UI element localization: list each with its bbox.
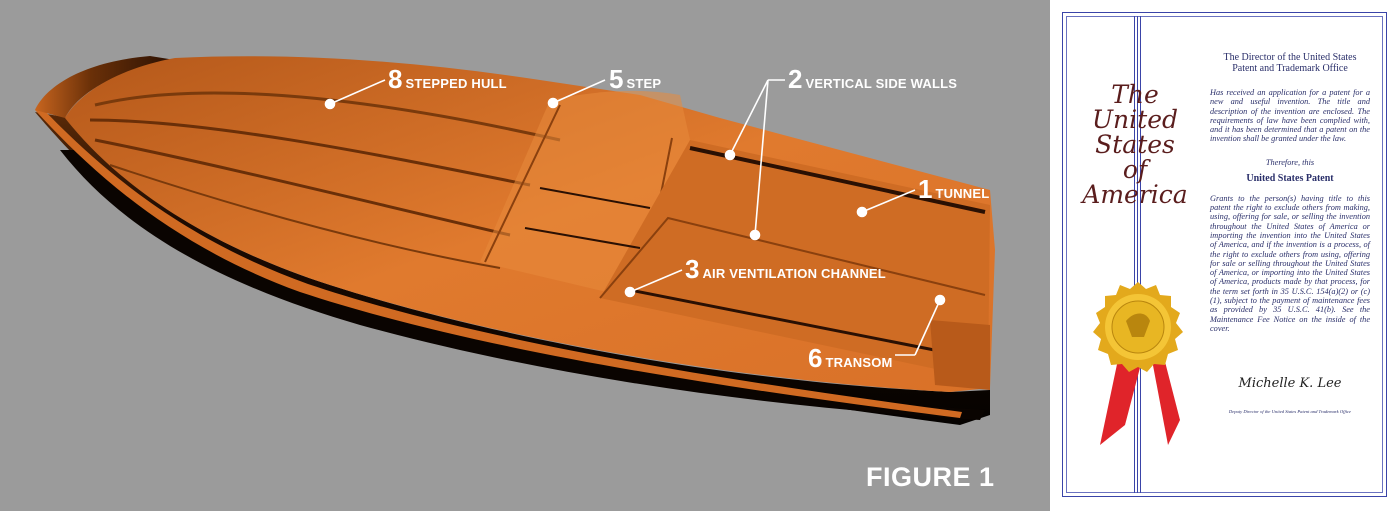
callout-number: 1 — [918, 174, 933, 204]
callout-number: 5 — [609, 64, 624, 94]
signer-title: Deputy Director of the United States Pat… — [1228, 409, 1352, 414]
gold-seal-icon — [1093, 282, 1183, 445]
certificate-ribbon-line — [1140, 16, 1141, 493]
figure-label: FIGURE 1 — [866, 462, 995, 492]
callout-label: STEPPED HULL — [405, 76, 507, 91]
patent-paragraph-1: Has received an application for a patent… — [1210, 88, 1370, 144]
red-ribbon-icon — [1100, 350, 1142, 445]
certificate-inner-border — [1066, 16, 1383, 493]
seal-title-line: America — [1082, 180, 1188, 209]
callout-number: 6 — [808, 343, 823, 373]
callout-label: VERTICAL SIDE WALLS — [805, 76, 958, 91]
callout-transom: 6 TRANSOM — [808, 345, 893, 371]
hull-figure: 8 STEPPED HULL 5 STEP 2 VERTICAL SIDE WA… — [0, 0, 1050, 511]
patent-therefore: Therefore, this — [1265, 157, 1315, 167]
seal-title-line: The — [1111, 80, 1159, 109]
signature: Michelle K. Lee — [1238, 376, 1342, 391]
callout-label: TRANSOM — [825, 355, 893, 370]
callout-vertical-side-walls: 2 VERTICAL SIDE WALLS — [788, 66, 957, 92]
certificate-ribbon-line — [1134, 16, 1135, 493]
callout-number: 2 — [788, 64, 803, 94]
callout-step: 5 STEP — [609, 66, 661, 92]
certificate-ribbon-line — [1137, 16, 1138, 493]
patent-heading: The Director of the United States Patent… — [1223, 52, 1357, 74]
callout-label: TUNNEL — [935, 186, 990, 201]
patent-text-column: The Director of the United States Patent… — [1210, 52, 1370, 333]
seal-title-line: United — [1091, 105, 1178, 134]
callout-number: 8 — [388, 64, 403, 94]
seal-title-line: of — [1122, 155, 1148, 184]
patent-title: United States Patent — [1246, 172, 1334, 184]
callout-number: 3 — [685, 254, 700, 284]
certificate-outer-border — [1062, 12, 1387, 497]
hull-side — [35, 112, 990, 425]
callout-leaders — [324, 79, 946, 356]
hull-transom — [930, 320, 990, 390]
hull-bow — [35, 56, 175, 118]
callout-label: AIR VENTILATION CHANNEL — [702, 266, 886, 281]
callout-label: STEP — [626, 76, 662, 91]
callout-air-ventilation-channel: 3 AIR VENTILATION CHANNEL — [685, 256, 886, 282]
patent-paragraph-2: Grants to the person(s) having title to … — [1210, 193, 1370, 333]
patent-certificate: The United States of America The Directo… — [1050, 0, 1400, 511]
callout-stepped-hull: 8 STEPPED HULL — [388, 66, 507, 92]
callout-tunnel: 1 TUNNEL — [918, 176, 989, 202]
seal-title-line: States — [1095, 130, 1175, 159]
